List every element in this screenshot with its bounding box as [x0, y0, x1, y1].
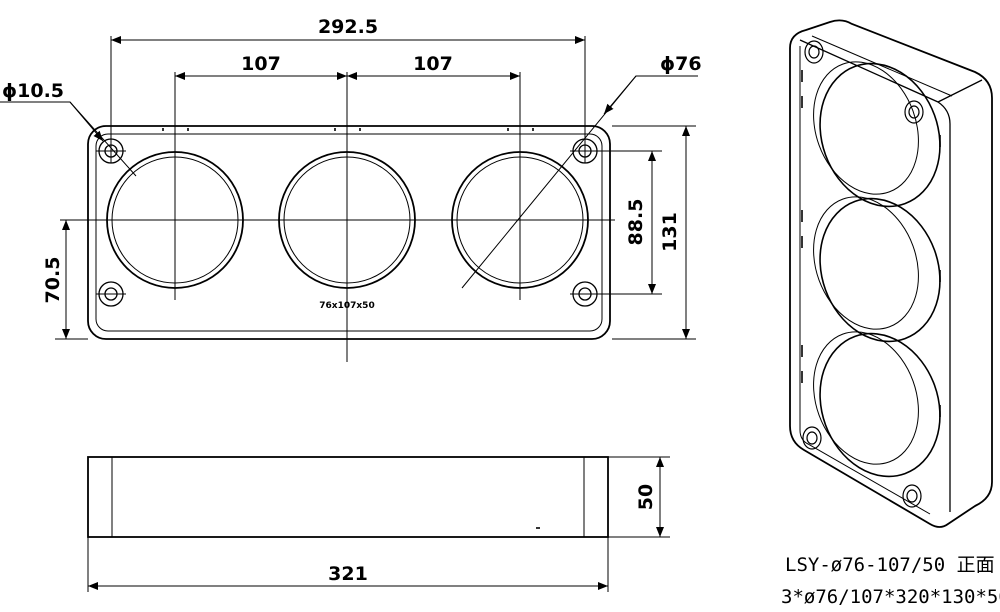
side-view-outline [87, 456, 609, 538]
iso-ribs [801, 70, 941, 417]
front-view-inner-outline [95, 133, 603, 332]
front-view-outline [87, 125, 611, 340]
side-view-dimensions [87, 456, 670, 592]
label-model-note: 76x107x50 [319, 301, 374, 311]
label-overall-length: 321 [328, 563, 368, 585]
front-view-dimensions [0, 36, 698, 340]
iso-hole-middle [813, 196, 941, 343]
label-depth: 50 [635, 484, 657, 510]
center-lines [60, 36, 662, 362]
caption-line-1: LSY-ø76-107/50 正面 [785, 554, 995, 576]
leader-mount-hole [0, 101, 137, 177]
label-pitch-left: 107 [241, 53, 281, 75]
leader-main-hole [461, 75, 698, 289]
top-edge-ticks [162, 128, 534, 131]
iso-mount-holes [802, 40, 924, 508]
label-mount-vertical-span: 88.5 [625, 199, 647, 246]
iso-hole-bottom [813, 331, 941, 478]
iso-hole-top [813, 61, 941, 208]
label-mount-hole-dia: ϕ10.5 [2, 80, 64, 102]
label-overall-span: 292.5 [318, 16, 378, 38]
iso-outline [789, 19, 993, 528]
front-view [60, 36, 662, 362]
label-overall-height: 131 [659, 212, 681, 252]
isometric-view [789, 19, 993, 528]
label-pitch-right: 107 [413, 53, 453, 75]
label-center-height: 70.5 [42, 257, 64, 304]
caption-line-2: 3*ø76/107*320*130*50 [781, 586, 1000, 608]
label-main-hole-dia: ϕ76 [660, 53, 702, 75]
side-view [87, 456, 609, 538]
